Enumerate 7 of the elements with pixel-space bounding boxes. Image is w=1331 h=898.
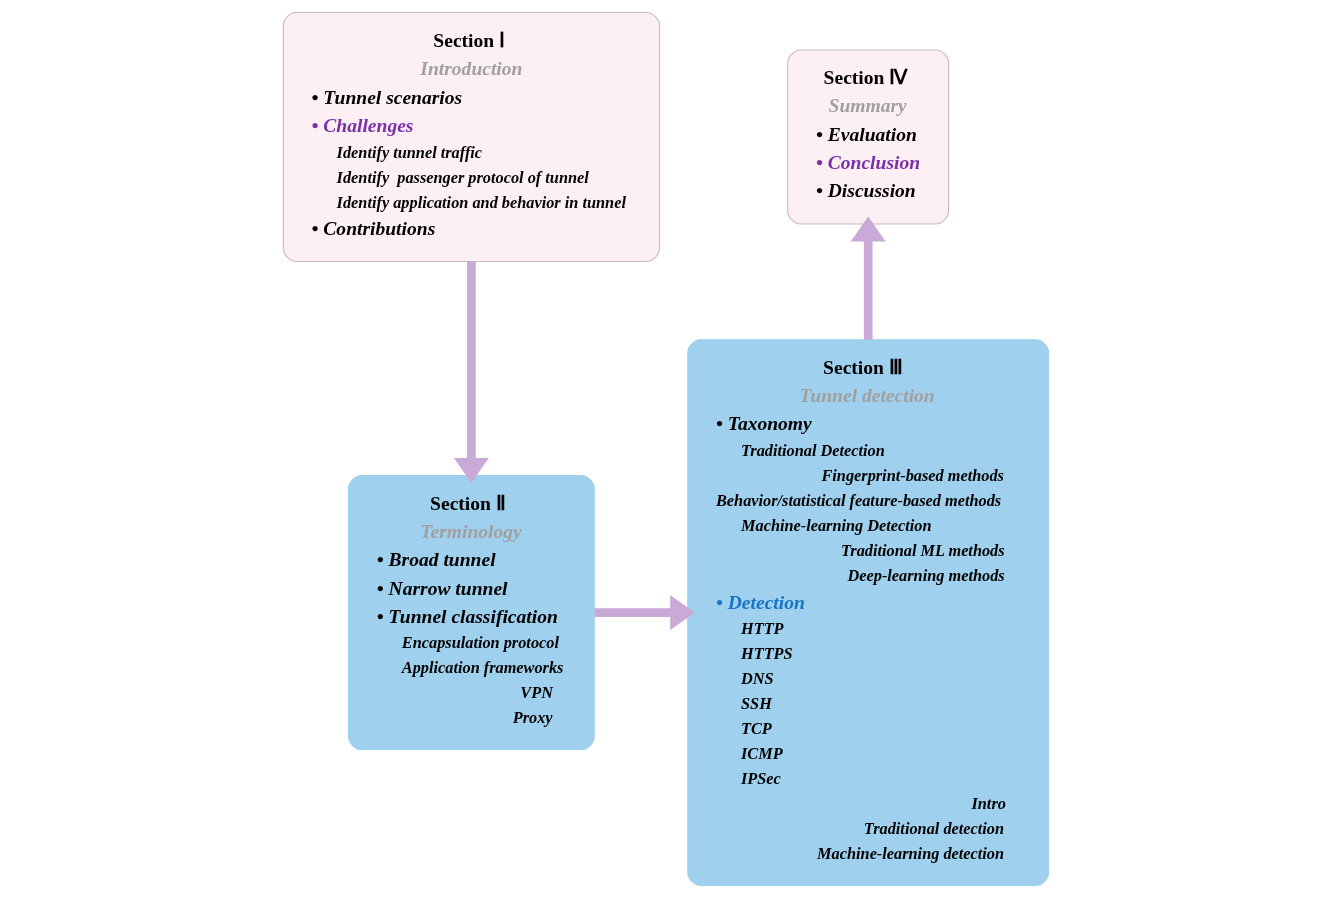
node-box: Section Ⅰ Introduction • Tunnel scenarios • Challenges Identify tunnel traffic Identify passenger protocol of tunnel Identify application and behavior in tunnel • Contributions — [282, 12, 660, 263]
node-box: Section Ⅲ Tunnel detection • Taxonomy Traditional Detection Fingerprint-based methods Behavior/statistical feature-based methods Machine-learning Detection Traditional ML methods Deep-learning methods • Detection HTTP HTTPS DNS SSH TCP ICMP IPSec Intro Traditional detection Machine-learning detection — [686, 339, 1049, 886]
node-box: Section Ⅳ Summary • Evaluation • Conclusion • Discussion — [786, 49, 949, 225]
node-box: Section Ⅱ Terminology • Broad tunnel • Narrow tunnel • Tunnel classification Encapsulation protocol Application frameworks VPN Proxy — [347, 475, 595, 751]
arrow — [594, 595, 695, 631]
arrow — [850, 216, 886, 340]
arrow — [453, 261, 489, 483]
